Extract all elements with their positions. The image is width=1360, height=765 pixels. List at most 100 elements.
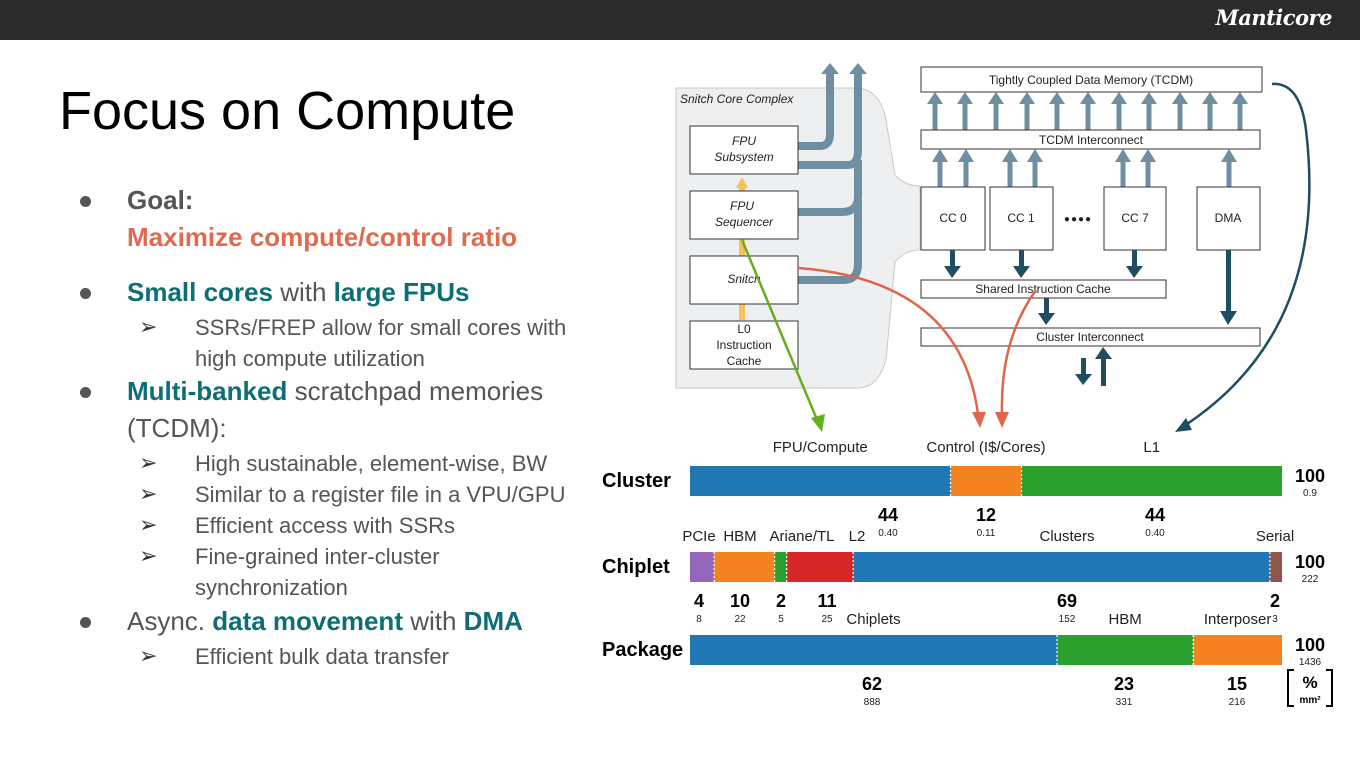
segment-label: Interposer bbox=[1204, 611, 1272, 628]
tcdm-up-arrow bbox=[1237, 103, 1243, 130]
segment-percent: 10 bbox=[730, 591, 750, 611]
interconnect-up-arrow bbox=[1007, 160, 1013, 187]
row-total-percent: 100 bbox=[1295, 552, 1325, 572]
row-total-area: 1436 bbox=[1299, 657, 1322, 668]
segment-area: 5 bbox=[778, 614, 784, 625]
tcdm-up-arrow bbox=[1054, 103, 1060, 130]
interconnect-up-arrow bbox=[937, 160, 943, 187]
interconnect-up-arrow-head bbox=[1115, 149, 1131, 162]
row-total-area: 0.9 bbox=[1303, 488, 1317, 499]
segment-label: Clusters bbox=[1039, 528, 1094, 545]
bullet-small-cores: Small cores with large FPUs bbox=[127, 277, 470, 307]
bar-segment bbox=[950, 466, 1022, 496]
interconnect-up-arrow-head bbox=[958, 149, 974, 162]
tcdm-up-arrow bbox=[1085, 103, 1091, 130]
tcdm-up-arrow bbox=[932, 103, 938, 130]
l0-cache-label: L0 bbox=[737, 322, 751, 336]
bar-segment bbox=[690, 635, 1058, 665]
interconnect-up-arrow-head bbox=[1027, 149, 1043, 162]
segment-percent: 2 bbox=[776, 591, 786, 611]
sub-bullet-text: synchronization bbox=[195, 575, 348, 600]
slide-title: Focus on Compute bbox=[59, 81, 516, 141]
sub-bullet-arrow: ➢ bbox=[139, 644, 158, 669]
interconnect-up-arrow bbox=[1032, 160, 1038, 187]
row-total-percent: 100 bbox=[1295, 466, 1325, 486]
sub-bullet-text: Similar to a register file in a VPU/GPU bbox=[195, 482, 566, 507]
bar-segment bbox=[1021, 466, 1282, 496]
segment-percent: 44 bbox=[878, 505, 898, 525]
segment-area: 8 bbox=[696, 614, 702, 625]
cc0-label: CC 0 bbox=[939, 211, 967, 225]
segment-area: 3 bbox=[1272, 614, 1278, 625]
row-label: Chiplet bbox=[602, 556, 670, 578]
tcdm-interconnect-label: TCDM Interconnect bbox=[1039, 133, 1144, 147]
segment-label: Chiplets bbox=[846, 611, 900, 628]
l0-cache-label: Instruction bbox=[716, 338, 771, 352]
dma-box bbox=[1196, 186, 1261, 251]
bar-segment bbox=[786, 552, 854, 582]
segment-area: 0.40 bbox=[878, 528, 898, 539]
sub-bullet-text: High sustainable, element-wise, BW bbox=[195, 451, 548, 476]
segment-label: L2 bbox=[849, 528, 866, 545]
fpu-subsystem-box bbox=[689, 125, 799, 175]
sub-bullet-arrow: ➢ bbox=[139, 451, 158, 476]
interconnect-up-arrow bbox=[1145, 160, 1151, 187]
tcdm-label: Tightly Coupled Data Memory (TCDM) bbox=[989, 73, 1193, 87]
tcdm-up-arrow-head bbox=[1111, 92, 1127, 104]
snitch-label: Snitch bbox=[727, 272, 761, 286]
dma-label: DMA bbox=[1215, 211, 1242, 225]
segment-area: 25 bbox=[821, 614, 833, 625]
sub-bullet-arrow: ➢ bbox=[139, 482, 158, 507]
unit-percent: % bbox=[1302, 673, 1317, 692]
tcdm-up-arrow bbox=[1177, 103, 1183, 130]
segment-percent: 62 bbox=[862, 674, 882, 694]
row-label: Cluster bbox=[602, 470, 671, 492]
bullet-goal: Goal: bbox=[127, 185, 194, 215]
segment-label: HBM bbox=[723, 528, 756, 545]
segment-area: 152 bbox=[1059, 614, 1076, 625]
brand-logo: Manticore bbox=[1215, 5, 1332, 30]
fpu-sequencer-label: FPU bbox=[730, 199, 754, 213]
bar-segment bbox=[1269, 552, 1282, 582]
segment-label: HBM bbox=[1108, 611, 1141, 628]
fpu-subsystem-label: Subsystem bbox=[714, 150, 773, 164]
interconnect-up-arrow bbox=[963, 160, 969, 187]
segment-area: 216 bbox=[1229, 697, 1246, 708]
cc1-box bbox=[989, 186, 1054, 251]
unit-area: mm² bbox=[1299, 695, 1321, 706]
segment-label: PCIe bbox=[682, 528, 715, 545]
bar-segment bbox=[774, 552, 787, 582]
snitch-box bbox=[689, 255, 799, 305]
tcdm-bank-arrows bbox=[927, 92, 1248, 187]
tcdm-up-arrow bbox=[1146, 103, 1152, 130]
bar-segment bbox=[690, 466, 951, 496]
segment-label: FPU/Compute bbox=[773, 439, 868, 456]
tcdm-interconnect-box bbox=[920, 129, 1261, 150]
segment-percent: 11 bbox=[817, 591, 836, 611]
row-total-area: 222 bbox=[1302, 574, 1319, 585]
interconnect-up-arrow bbox=[1120, 160, 1126, 187]
bullet-dot bbox=[80, 387, 91, 398]
bar-segment bbox=[1057, 635, 1194, 665]
cc1-label: CC 1 bbox=[1007, 211, 1035, 225]
bullet-data-movement: Async. data movement with DMA bbox=[127, 606, 523, 636]
row-total-percent: 100 bbox=[1295, 635, 1325, 655]
bar-segment bbox=[853, 552, 1270, 582]
l0-cache-label: Cache bbox=[727, 354, 762, 368]
cluster-interconnect-box bbox=[920, 327, 1261, 347]
sub-bullet-text: high compute utilization bbox=[195, 346, 425, 371]
fpu-to-compute-arrow bbox=[740, 239, 820, 423]
unit-bracket-left bbox=[1287, 669, 1294, 707]
segment-area: 888 bbox=[864, 697, 881, 708]
tcdm-up-arrow-head bbox=[957, 92, 973, 104]
tcdm-up-arrow-head bbox=[1172, 92, 1188, 104]
segment-label: Ariane/TL bbox=[769, 528, 834, 545]
fpu-sequencer-box bbox=[689, 190, 799, 240]
icache-to-control-arrow bbox=[1000, 289, 1038, 415]
segment-percent: 4 bbox=[694, 591, 704, 611]
tcdm-up-arrow bbox=[1207, 103, 1213, 130]
unit-bracket-right bbox=[1326, 669, 1333, 707]
bullet-multi-banked: Multi-banked scratchpad memories bbox=[127, 376, 544, 406]
